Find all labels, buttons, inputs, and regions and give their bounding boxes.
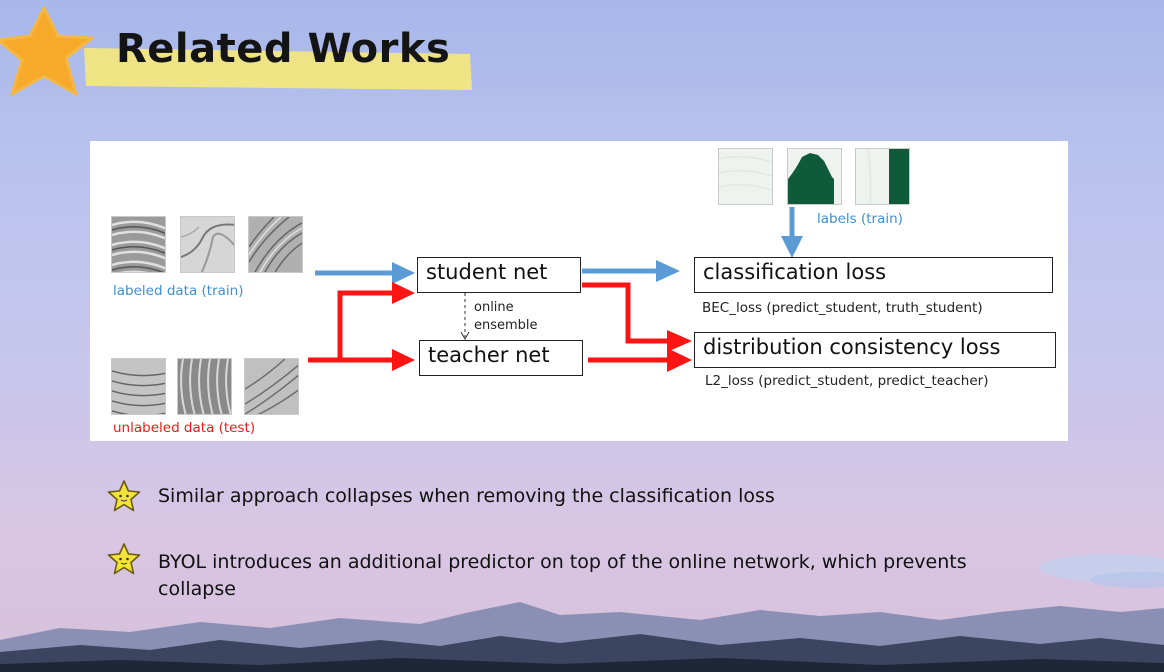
unlabeled-data-label: unlabeled data (test) — [113, 420, 256, 436]
slide-title: Related Works — [116, 26, 451, 72]
arrowhead — [460, 331, 470, 341]
ensemble-label: ensemble — [474, 318, 538, 333]
label-image-1 — [718, 148, 773, 205]
teacher-net-box: teacher net — [419, 340, 583, 376]
arrowhead — [392, 262, 415, 284]
star-bullet-icon — [107, 543, 141, 575]
arrowhead — [667, 330, 692, 352]
labeled-image-3 — [248, 216, 303, 273]
title-underline-brush — [84, 48, 472, 90]
classification-loss-label: classification loss — [703, 260, 887, 284]
foreground-hills — [0, 658, 1164, 672]
teacher-net-label: teacher net — [428, 343, 550, 367]
bullet-2 — [106, 542, 142, 580]
star-decoration-icon — [0, 6, 94, 96]
arrowhead — [392, 282, 415, 304]
arrow-student-to-distribution — [582, 282, 670, 344]
star-bullet-icon — [107, 480, 141, 512]
bullet-1 — [106, 479, 142, 517]
arrowhead — [781, 236, 803, 258]
label-image-2 — [787, 148, 842, 205]
bullet-text-2: BYOL introduces an additional predictor … — [158, 551, 967, 600]
unlabeled-image-3 — [244, 358, 299, 415]
arrow-unlabeled-to-student — [337, 290, 395, 360]
title-decoration — [0, 6, 472, 96]
arrowhead — [667, 348, 692, 372]
labels-train-label: labels (train) — [817, 211, 903, 227]
arrowhead — [656, 260, 680, 282]
l2-loss-label: L2_loss (predict_student, predict_teache… — [705, 373, 989, 389]
distribution-loss-box: distribution consistency loss — [694, 332, 1056, 368]
student-net-box: student net — [417, 257, 581, 293]
online-label: online — [474, 300, 514, 315]
online-ensemble-label: online ensemble — [474, 299, 538, 335]
arrowhead — [392, 349, 415, 371]
label-image-3 — [855, 148, 910, 205]
diagram-arrows — [308, 207, 803, 372]
student-net-label: student net — [426, 260, 548, 284]
labeled-image-2 — [180, 216, 235, 273]
unlabeled-image-1 — [111, 358, 166, 415]
near-mountains — [0, 634, 1164, 672]
distribution-loss-label: distribution consistency loss — [703, 335, 1001, 359]
bullet-text-1: Similar approach collapses when removing… — [158, 485, 775, 507]
diagram-panel: labeled data (train) unlabele — [90, 141, 1068, 441]
unlabeled-image-2 — [177, 358, 232, 415]
labeled-image-1 — [111, 216, 166, 273]
classification-loss-box: classification loss — [694, 257, 1053, 293]
labeled-data-label: labeled data (train) — [113, 283, 244, 299]
cloud — [1090, 572, 1164, 588]
bec-loss-label: BEC_loss (predict_student, truth_student… — [702, 300, 983, 316]
